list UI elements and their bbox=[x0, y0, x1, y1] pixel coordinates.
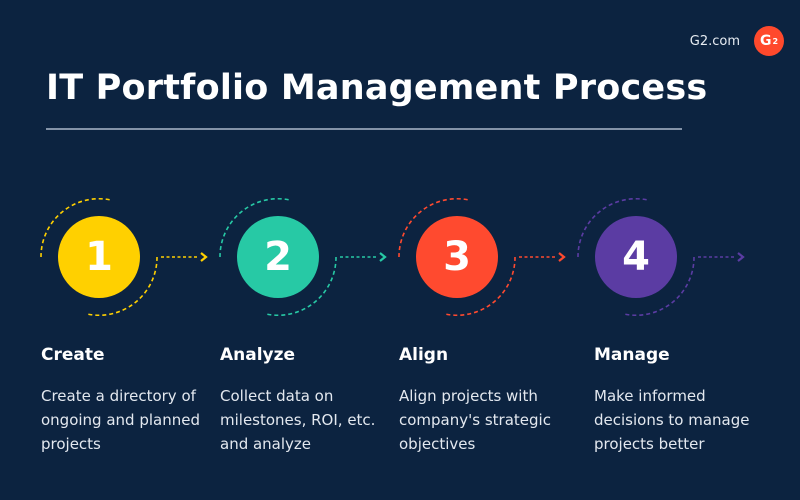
process-step-create: 1 Create Create a directory of ongoing a… bbox=[40, 190, 221, 460]
dashed-ring-icon bbox=[219, 197, 387, 317]
process-step-analyze: 2 Analyze Collect data on milestones, RO… bbox=[219, 190, 400, 460]
ring-arc-top bbox=[577, 197, 649, 258]
dashed-ring-icon bbox=[577, 197, 745, 317]
step-number-circle: 3 bbox=[416, 216, 498, 298]
step-description: Create a directory of ongoing and planne… bbox=[41, 387, 200, 453]
step-number-circle: 1 bbox=[58, 216, 140, 298]
title-divider bbox=[46, 128, 682, 130]
step-description: Make informed decisions to manage projec… bbox=[594, 387, 750, 453]
step-title: Manage bbox=[594, 345, 670, 365]
arrow-head-icon bbox=[737, 252, 745, 262]
step-title: Create bbox=[41, 345, 105, 365]
process-step-manage: 4 Manage Make informed decisions to mana… bbox=[577, 190, 758, 460]
arrow-head-icon bbox=[200, 252, 208, 262]
dashed-ring-icon bbox=[40, 197, 208, 317]
ring-arc-bottom bbox=[623, 256, 695, 317]
step-number-circle: 4 bbox=[595, 216, 677, 298]
ring-arc-bottom bbox=[86, 256, 158, 317]
dashed-ring-icon bbox=[398, 197, 566, 317]
process-step-align: 3 Align Align projects with company's st… bbox=[398, 190, 579, 460]
arrow-head-icon bbox=[558, 252, 566, 262]
step-description: Align projects with company's strategic … bbox=[399, 387, 551, 453]
page-title: IT Portfolio Management Process bbox=[46, 68, 708, 108]
ring-arc-top bbox=[219, 197, 291, 258]
step-title: Analyze bbox=[220, 345, 296, 365]
brand-text: G2.com bbox=[689, 33, 740, 49]
step-title: Align bbox=[399, 345, 449, 365]
arrow-head-icon bbox=[379, 252, 387, 262]
ring-arc-bottom bbox=[265, 256, 337, 317]
ring-arc-top bbox=[40, 197, 112, 258]
step-description: Collect data on milestones, ROI, etc. an… bbox=[220, 387, 376, 453]
ring-arc-top bbox=[398, 197, 470, 258]
ring-arc-bottom bbox=[444, 256, 516, 317]
step-number-circle: 2 bbox=[237, 216, 319, 298]
